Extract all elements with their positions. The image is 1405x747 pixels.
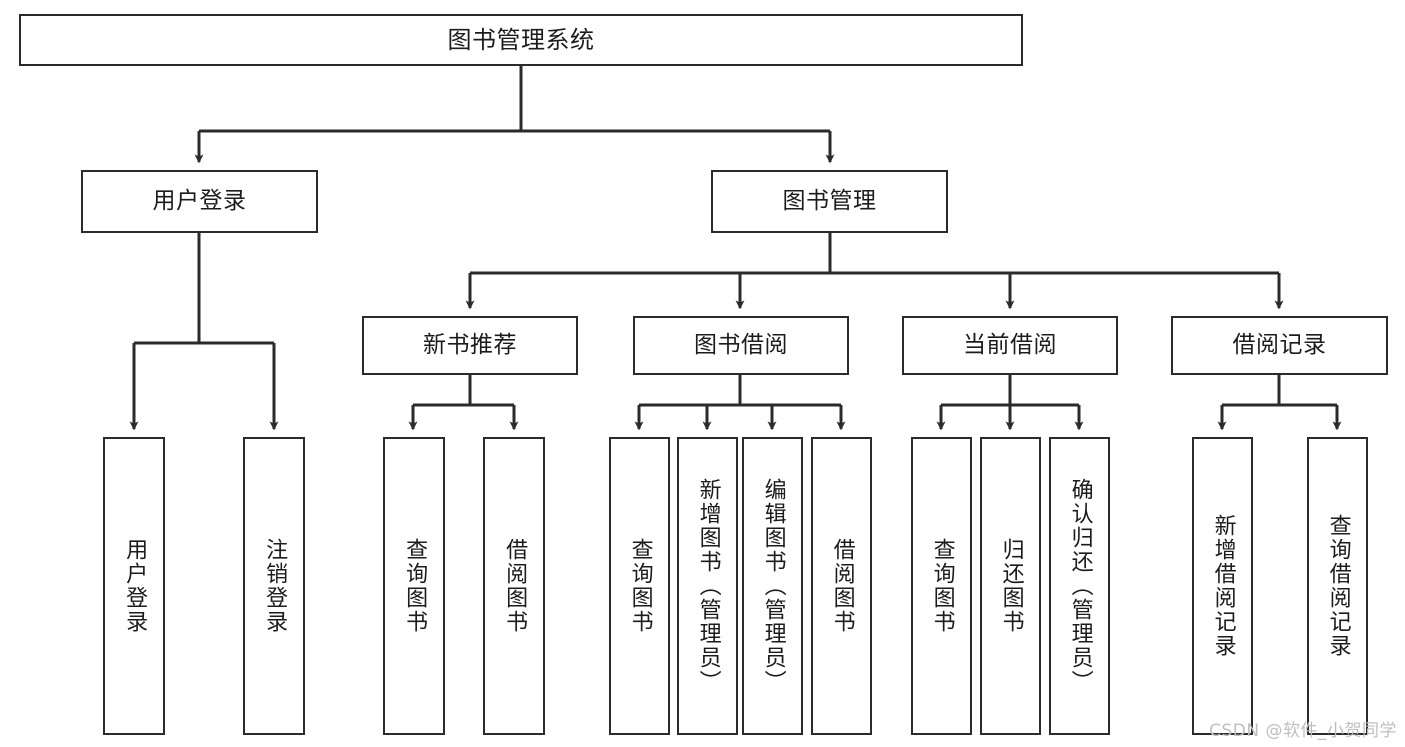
leaf-edit-book-admin[interactable]: 编辑图书（管理员） (742, 437, 803, 735)
node-label: 注销登录 (262, 538, 288, 634)
leaf-query-books-newbook[interactable]: 查询图书 (383, 437, 445, 735)
node-label: 借阅记录 (1232, 331, 1327, 358)
node-label: 借阅图书 (829, 538, 855, 634)
node-label: 当前借阅 (963, 331, 1057, 358)
node-label: 查询借阅记录 (1325, 514, 1351, 658)
leaf-logout[interactable]: 注销登录 (243, 437, 305, 735)
node-label: 新增借阅记录 (1210, 514, 1236, 658)
node-new-book-recommendation[interactable]: 新书推荐 (362, 316, 578, 375)
node-current-borrowing[interactable]: 当前借阅 (902, 316, 1118, 375)
node-user-login[interactable]: 用户登录 (81, 170, 318, 233)
node-label: 借阅图书 (502, 538, 528, 634)
leaf-query-books-borrow[interactable]: 查询图书 (609, 437, 670, 735)
node-label: 确认归还（管理员） (1067, 478, 1093, 694)
node-book-borrowing[interactable]: 图书借阅 (633, 316, 849, 375)
node-label: 图书管理系统 (447, 25, 595, 54)
leaf-borrow-books-newbook[interactable]: 借阅图书 (483, 437, 545, 735)
leaf-query-borrow-record[interactable]: 查询借阅记录 (1307, 437, 1368, 735)
node-label: 图书借阅 (694, 331, 788, 358)
leaf-borrow-books-borrow[interactable]: 借阅图书 (811, 437, 872, 735)
leaf-add-borrow-record[interactable]: 新增借阅记录 (1192, 437, 1253, 735)
node-label: 图书管理 (782, 187, 877, 214)
node-borrow-records[interactable]: 借阅记录 (1171, 316, 1388, 375)
leaf-query-books-current[interactable]: 查询图书 (911, 437, 972, 735)
node-root-book-management-system[interactable]: 图书管理系统 (19, 14, 1023, 66)
node-label: 归还图书 (998, 538, 1024, 634)
leaf-add-book-admin[interactable]: 新增图书（管理员） (677, 437, 738, 735)
node-label: 用户登录 (152, 187, 247, 214)
leaf-confirm-return-admin[interactable]: 确认归还（管理员） (1049, 437, 1110, 735)
node-label: 新增图书（管理员） (695, 478, 721, 694)
node-book-management[interactable]: 图书管理 (711, 170, 948, 233)
node-label: 编辑图书（管理员） (760, 478, 786, 694)
node-label: 用户登录 (122, 538, 148, 634)
node-label: 查询图书 (627, 538, 653, 634)
node-label: 新书推荐 (423, 331, 517, 358)
leaf-user-login[interactable]: 用户登录 (103, 437, 165, 735)
node-label: 查询图书 (402, 538, 428, 634)
node-label: 查询图书 (929, 538, 955, 634)
leaf-return-books[interactable]: 归还图书 (980, 437, 1041, 735)
